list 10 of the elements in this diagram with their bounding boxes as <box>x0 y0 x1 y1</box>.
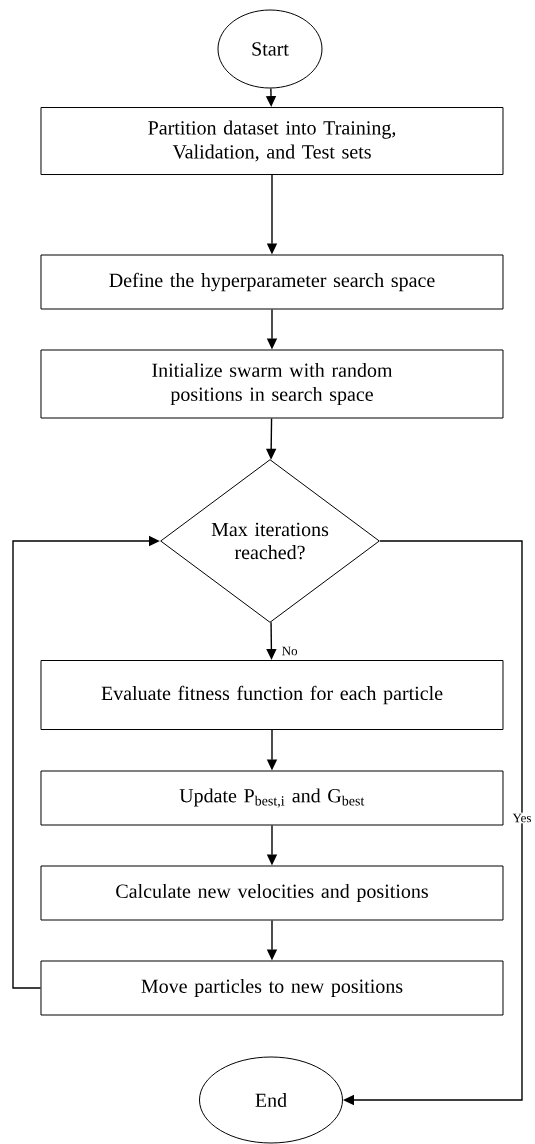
process-box: Calculate new velocities and positions <box>40 865 504 921</box>
edge-label: Yes <box>511 812 533 824</box>
arrow <box>266 621 277 660</box>
process-box: Partition dataset into Training, Validation, and Test sets <box>40 107 504 175</box>
process-box: Move particles to new positions <box>40 960 504 1016</box>
process-box: Evaluate fitness function for each particle <box>40 660 504 730</box>
process-box: Update P$_{best,i}$ and G$_{best}$ <box>40 770 504 826</box>
process-box: Define the hyperparameter search space <box>40 254 504 310</box>
process-box: Initialize swarm with random positions in search space <box>40 349 504 419</box>
edge-label: No <box>282 646 298 656</box>
